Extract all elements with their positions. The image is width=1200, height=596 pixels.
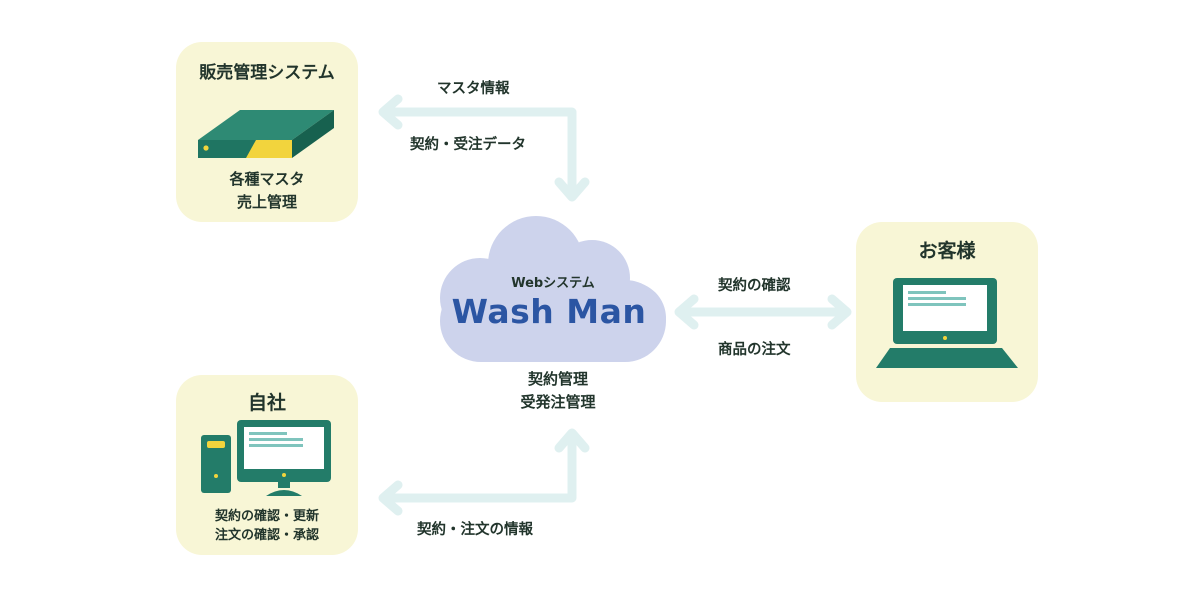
own-company-line2: 注文の確認・承認	[214, 528, 319, 543]
flow-arrow-right	[674, 294, 852, 330]
own-company-line1: 契約の確認・更新	[214, 509, 319, 524]
cloud-shape	[440, 216, 666, 362]
web-system-line1: 契約管理	[527, 370, 588, 388]
customer-title: お客様	[918, 240, 976, 262]
flow-label-contract-order-info: 契約・注文の情報	[417, 522, 533, 538]
web-system-subtitle: Webシステム	[511, 276, 595, 291]
flow-label-master-info: マスタ情報	[437, 81, 510, 97]
flow-arrow-bottom	[378, 428, 590, 516]
laptop-icon	[876, 278, 1018, 368]
sales-system-line1: 各種マスタ	[229, 170, 305, 188]
flow-label-contract-check: 契約の確認	[718, 278, 791, 294]
sales-system-title: 販売管理システム	[199, 63, 335, 83]
web-system-line2: 受発注管理	[520, 393, 596, 411]
flow-label-product-order: 商品の注文	[718, 342, 791, 358]
flow-arrow-top	[378, 94, 590, 202]
own-company-title: 自社	[247, 392, 286, 414]
flow-label-contract-order-data: 契約・受注データ	[410, 137, 526, 153]
web-system-name: Wash Man	[451, 292, 647, 331]
server-icon	[198, 110, 334, 158]
sales-system-line2: 売上管理	[236, 193, 297, 211]
desktop-pc-icon	[201, 420, 331, 496]
